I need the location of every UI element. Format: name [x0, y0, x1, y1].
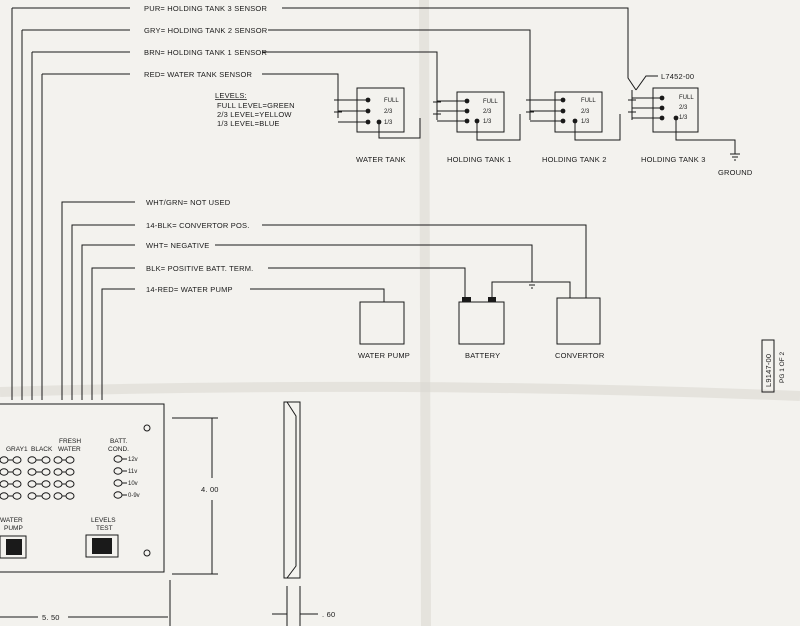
panel-test-label-1: LEVELS	[91, 517, 116, 524]
panel-col-water: WATER	[58, 446, 81, 453]
panel-led-grid	[0, 456, 75, 500]
component-label-convertor: CONVERTOR	[555, 351, 605, 360]
tank-holding-2: FULL 2/3 1/3	[526, 90, 621, 141]
wire-label-red: RED= WATER TANK SENSOR	[144, 70, 252, 79]
dim-width: 5. 50	[42, 613, 60, 622]
volt-12: 12v	[128, 457, 138, 463]
tank-water: FULL 2/3 1/3	[334, 87, 421, 139]
volt-0-9: 0-9v	[128, 493, 140, 499]
component-label-battery: BATTERY	[465, 351, 500, 360]
levels-line-13: 1/3 LEVEL=BLUE	[217, 119, 280, 128]
panel-col-black: BLACK	[31, 446, 53, 453]
wire-label-14-red: 14-RED= WATER PUMP	[146, 285, 233, 294]
panel-side-view: . 60	[272, 401, 335, 626]
convertor-box	[556, 297, 601, 345]
water-pump-switch[interactable]	[0, 535, 27, 559]
tank-level-full: FULL	[581, 98, 596, 104]
tank-level-23: 2/3	[679, 105, 688, 111]
volt-10: 10v	[128, 481, 138, 487]
panel-col-gray: GRAY1	[6, 446, 28, 453]
levels-legend: LEVELS: FULL LEVEL=GREEN 2/3 LEVEL=YELLO…	[215, 91, 295, 128]
part-callout-leader	[635, 75, 658, 91]
levels-title: LEVELS:	[215, 91, 247, 100]
component-label-water-pump: WATER PUMP	[358, 351, 410, 360]
tank-level-23: 2/3	[384, 109, 393, 115]
battery-box	[458, 297, 505, 345]
tank-level-23: 2/3	[581, 109, 590, 115]
panel-batt: BATT.	[110, 438, 127, 445]
wire-label-wht-grn: WHT/GRN= NOT USED	[146, 198, 231, 207]
tank-label-water: WATER TANK	[356, 155, 406, 164]
panel-test-label-2: TEST	[96, 525, 113, 532]
ground-label: GROUND	[718, 168, 753, 177]
levels-test-switch[interactable]	[85, 534, 119, 558]
dim-depth: . 60	[322, 610, 335, 619]
wire-label-14-blk: 14-BLK= CONVERTOR POS.	[146, 221, 250, 230]
part-number: L7452-00	[661, 72, 694, 81]
sensor-wire-routes	[262, 7, 637, 95]
tank-level-23: 2/3	[483, 109, 492, 115]
width-dimension: 5. 50	[0, 580, 171, 626]
wire-label-brn: BRN= HOLDING TANK 1 SENSOR	[144, 48, 267, 57]
wire-label-gry: GRY= HOLDING TANK 2 SENSOR	[144, 26, 268, 35]
tank-label-holding-3: HOLDING TANK 3	[641, 155, 706, 164]
dim-height: 4. 00	[201, 485, 219, 494]
levels-line-full: FULL LEVEL=GREEN	[217, 101, 295, 110]
tank-level-13: 1/3	[581, 119, 590, 125]
sensor-wire-bundle	[11, 7, 130, 400]
power-wire-routes	[215, 224, 587, 302]
panel-pump-label-2: PUMP	[4, 525, 23, 532]
tank-holding-1: FULL 2/3 1/3	[433, 91, 521, 141]
levels-test-switch-rocker	[92, 538, 112, 554]
tank-level-full: FULL	[483, 99, 498, 105]
wire-label-blk: BLK= POSITIVE BATT. TERM.	[146, 264, 253, 273]
tank-level-full: FULL	[679, 95, 694, 101]
ground-symbol	[730, 153, 740, 161]
monitor-panel: GRAY1 BLACK FRESH WATER BATT. COND.	[0, 403, 165, 573]
panel-pump-label-1: WATER	[0, 517, 23, 524]
water-pump-switch-rocker	[6, 539, 22, 555]
tank-level-13: 1/3	[483, 119, 492, 125]
wire-label-pur: PUR= HOLDING TANK 3 SENSOR	[144, 4, 267, 13]
tank-label-holding-1: HOLDING TANK 1	[447, 155, 512, 164]
panel-col-fresh: FRESH	[59, 438, 81, 445]
paper-fold	[419, 0, 431, 626]
tank-level-full: FULL	[384, 98, 399, 104]
tank-holding-3: FULL 2/3 1/3	[628, 87, 736, 154]
paper-fold	[0, 381, 800, 401]
doc-id: L9147-00	[764, 354, 773, 387]
water-pump-box	[359, 301, 405, 345]
levels-line-23: 2/3 LEVEL=YELLOW	[217, 110, 292, 119]
tank-label-holding-2: HOLDING TANK 2	[542, 155, 607, 164]
volt-11: 11v	[128, 469, 137, 475]
panel-cond: COND.	[108, 446, 129, 453]
wire-label-wht: WHT= NEGATIVE	[146, 241, 210, 250]
panel-battery-leds: 12v 11v 10v 0-9v	[113, 455, 140, 499]
tank-level-13: 1/3	[679, 115, 688, 121]
doc-page: PG 1 OF 2	[779, 352, 786, 383]
power-wire-bundle	[61, 201, 135, 400]
tank-level-13: 1/3	[384, 120, 393, 126]
doc-id-block: L9147-00 PG 1 OF 2	[761, 339, 786, 393]
ground-symbol	[527, 281, 537, 289]
height-dimension: 4. 00	[172, 417, 219, 575]
